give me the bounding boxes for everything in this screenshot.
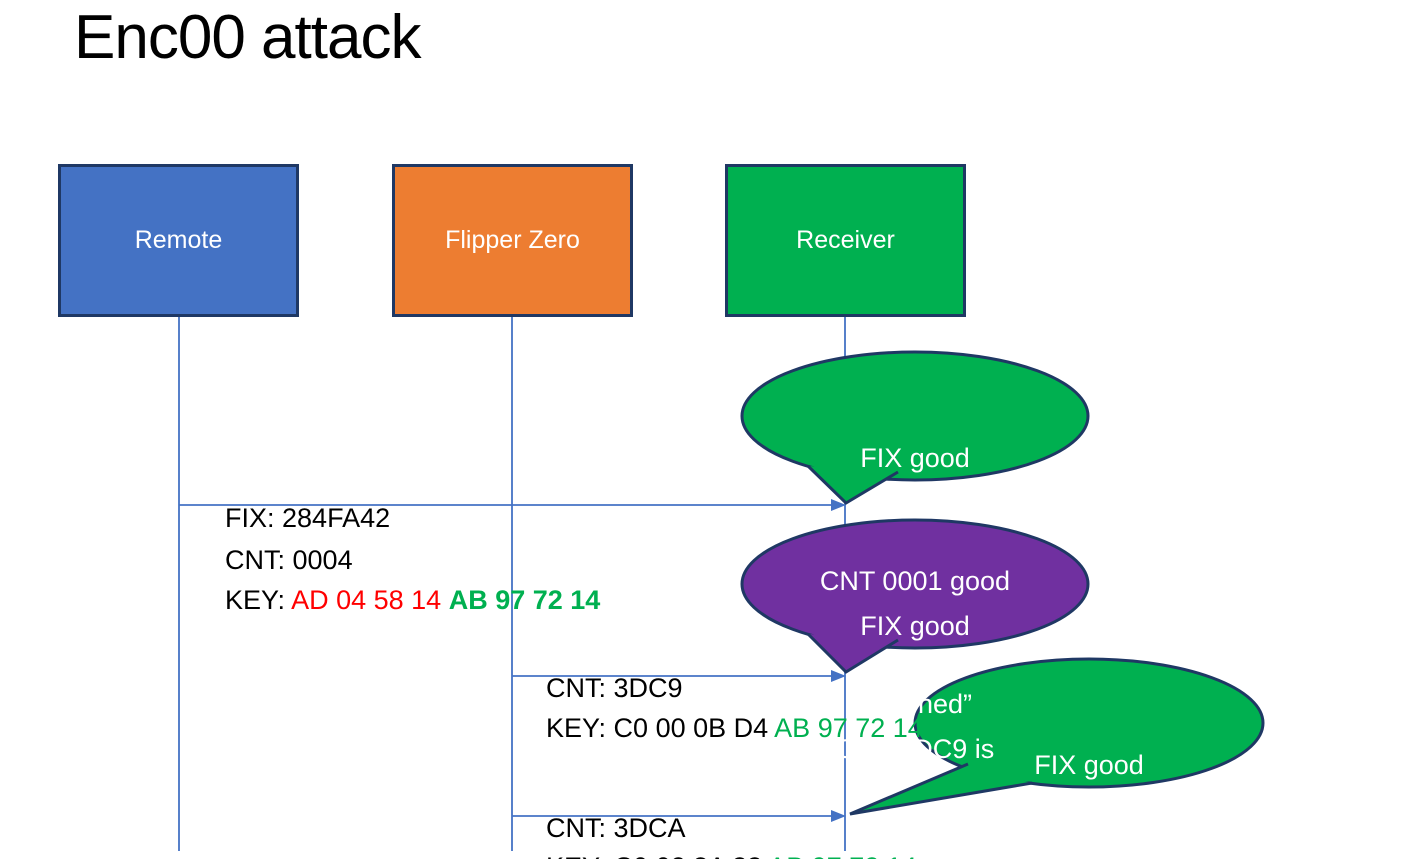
message1-key-green-bytes: AB 97 72 14 [448, 585, 601, 615]
message3-cnt-label: CNT: 3DCA [516, 783, 686, 859]
actor-box-flipper-zero: Flipper Zero [392, 164, 633, 317]
arrowhead-icon [831, 499, 846, 511]
bubble3-text: FIX good CNT is 3DCA “Opened” [915, 663, 1263, 859]
actor-label-remote: Remote [134, 226, 223, 254]
bubble1-line3: “Opened” [857, 689, 973, 719]
message1-cnt-text: CNT: 0004 [225, 545, 353, 575]
message3-cnt-text: CNT: 3DCA [546, 813, 686, 843]
actor-label-flipper-zero: Flipper Zero [445, 226, 580, 254]
callout-bubble-opened-2 [849, 657, 1265, 816]
message-arrow-flipper-to-receiver-2 [512, 810, 846, 822]
bubble2-line3: future code [741, 852, 1089, 859]
message2-key-prefix: KEY: C0 00 0B D4 [546, 713, 775, 743]
message1-cnt-label: CNT: 0004 [195, 515, 353, 605]
actor-box-remote: Remote [58, 164, 299, 317]
bubble2-line2: CNT 3DC9 is [835, 734, 995, 764]
message1-key-label: KEY: AD 04 58 14 AB 97 72 14 [195, 555, 600, 645]
message-arrow-remote-to-receiver [179, 499, 846, 511]
callout-bubble-future-code [740, 518, 1090, 674]
message1-key-red-bytes: AD 04 58 14 [291, 585, 449, 615]
callout-bubble-opened-1 [740, 350, 1090, 505]
message1-fix-text: FIX: 284FA42 [225, 503, 391, 533]
arrowhead-icon [831, 670, 846, 682]
message2-cnt-text: CNT: 3DC9 [546, 673, 683, 703]
message2-key-green-bytes: AB 97 72 14 [774, 713, 923, 743]
bubble3-line1: FIX good [1034, 750, 1144, 780]
actor-box-receiver: Receiver [725, 164, 966, 317]
message3-key-label: KEY: C0 02 8A 33 AB 97 72 14 [516, 822, 917, 859]
message1-fix-label: FIX: 284FA42 [195, 473, 390, 563]
actor-label-receiver: Receiver [796, 226, 895, 254]
message-arrow-flipper-to-receiver-1 [512, 670, 846, 682]
arrowhead-icon [831, 810, 846, 822]
bubble1-line2: CNT 0001 good [819, 566, 1011, 596]
message2-cnt-label: CNT: 3DC9 [516, 643, 683, 733]
bubble1-line1: FIX good [860, 443, 970, 473]
bubble1-text: FIX good CNT 0001 good “Opened” [741, 356, 1089, 807]
page-title: Enc00 attack [74, 3, 421, 72]
bubble2-text: FIX good CNT 3DC9 is future code [741, 524, 1089, 859]
bubble2-line1: FIX good [860, 611, 970, 641]
message3-key-green-bytes: AB 97 72 14 [768, 852, 917, 859]
message2-key-label: KEY: C0 00 0B D4 AB 97 72 14 [516, 683, 923, 773]
message3-key-prefix: KEY: C0 02 8A 33 [546, 852, 768, 859]
message1-key-prefix: KEY: [225, 585, 292, 615]
